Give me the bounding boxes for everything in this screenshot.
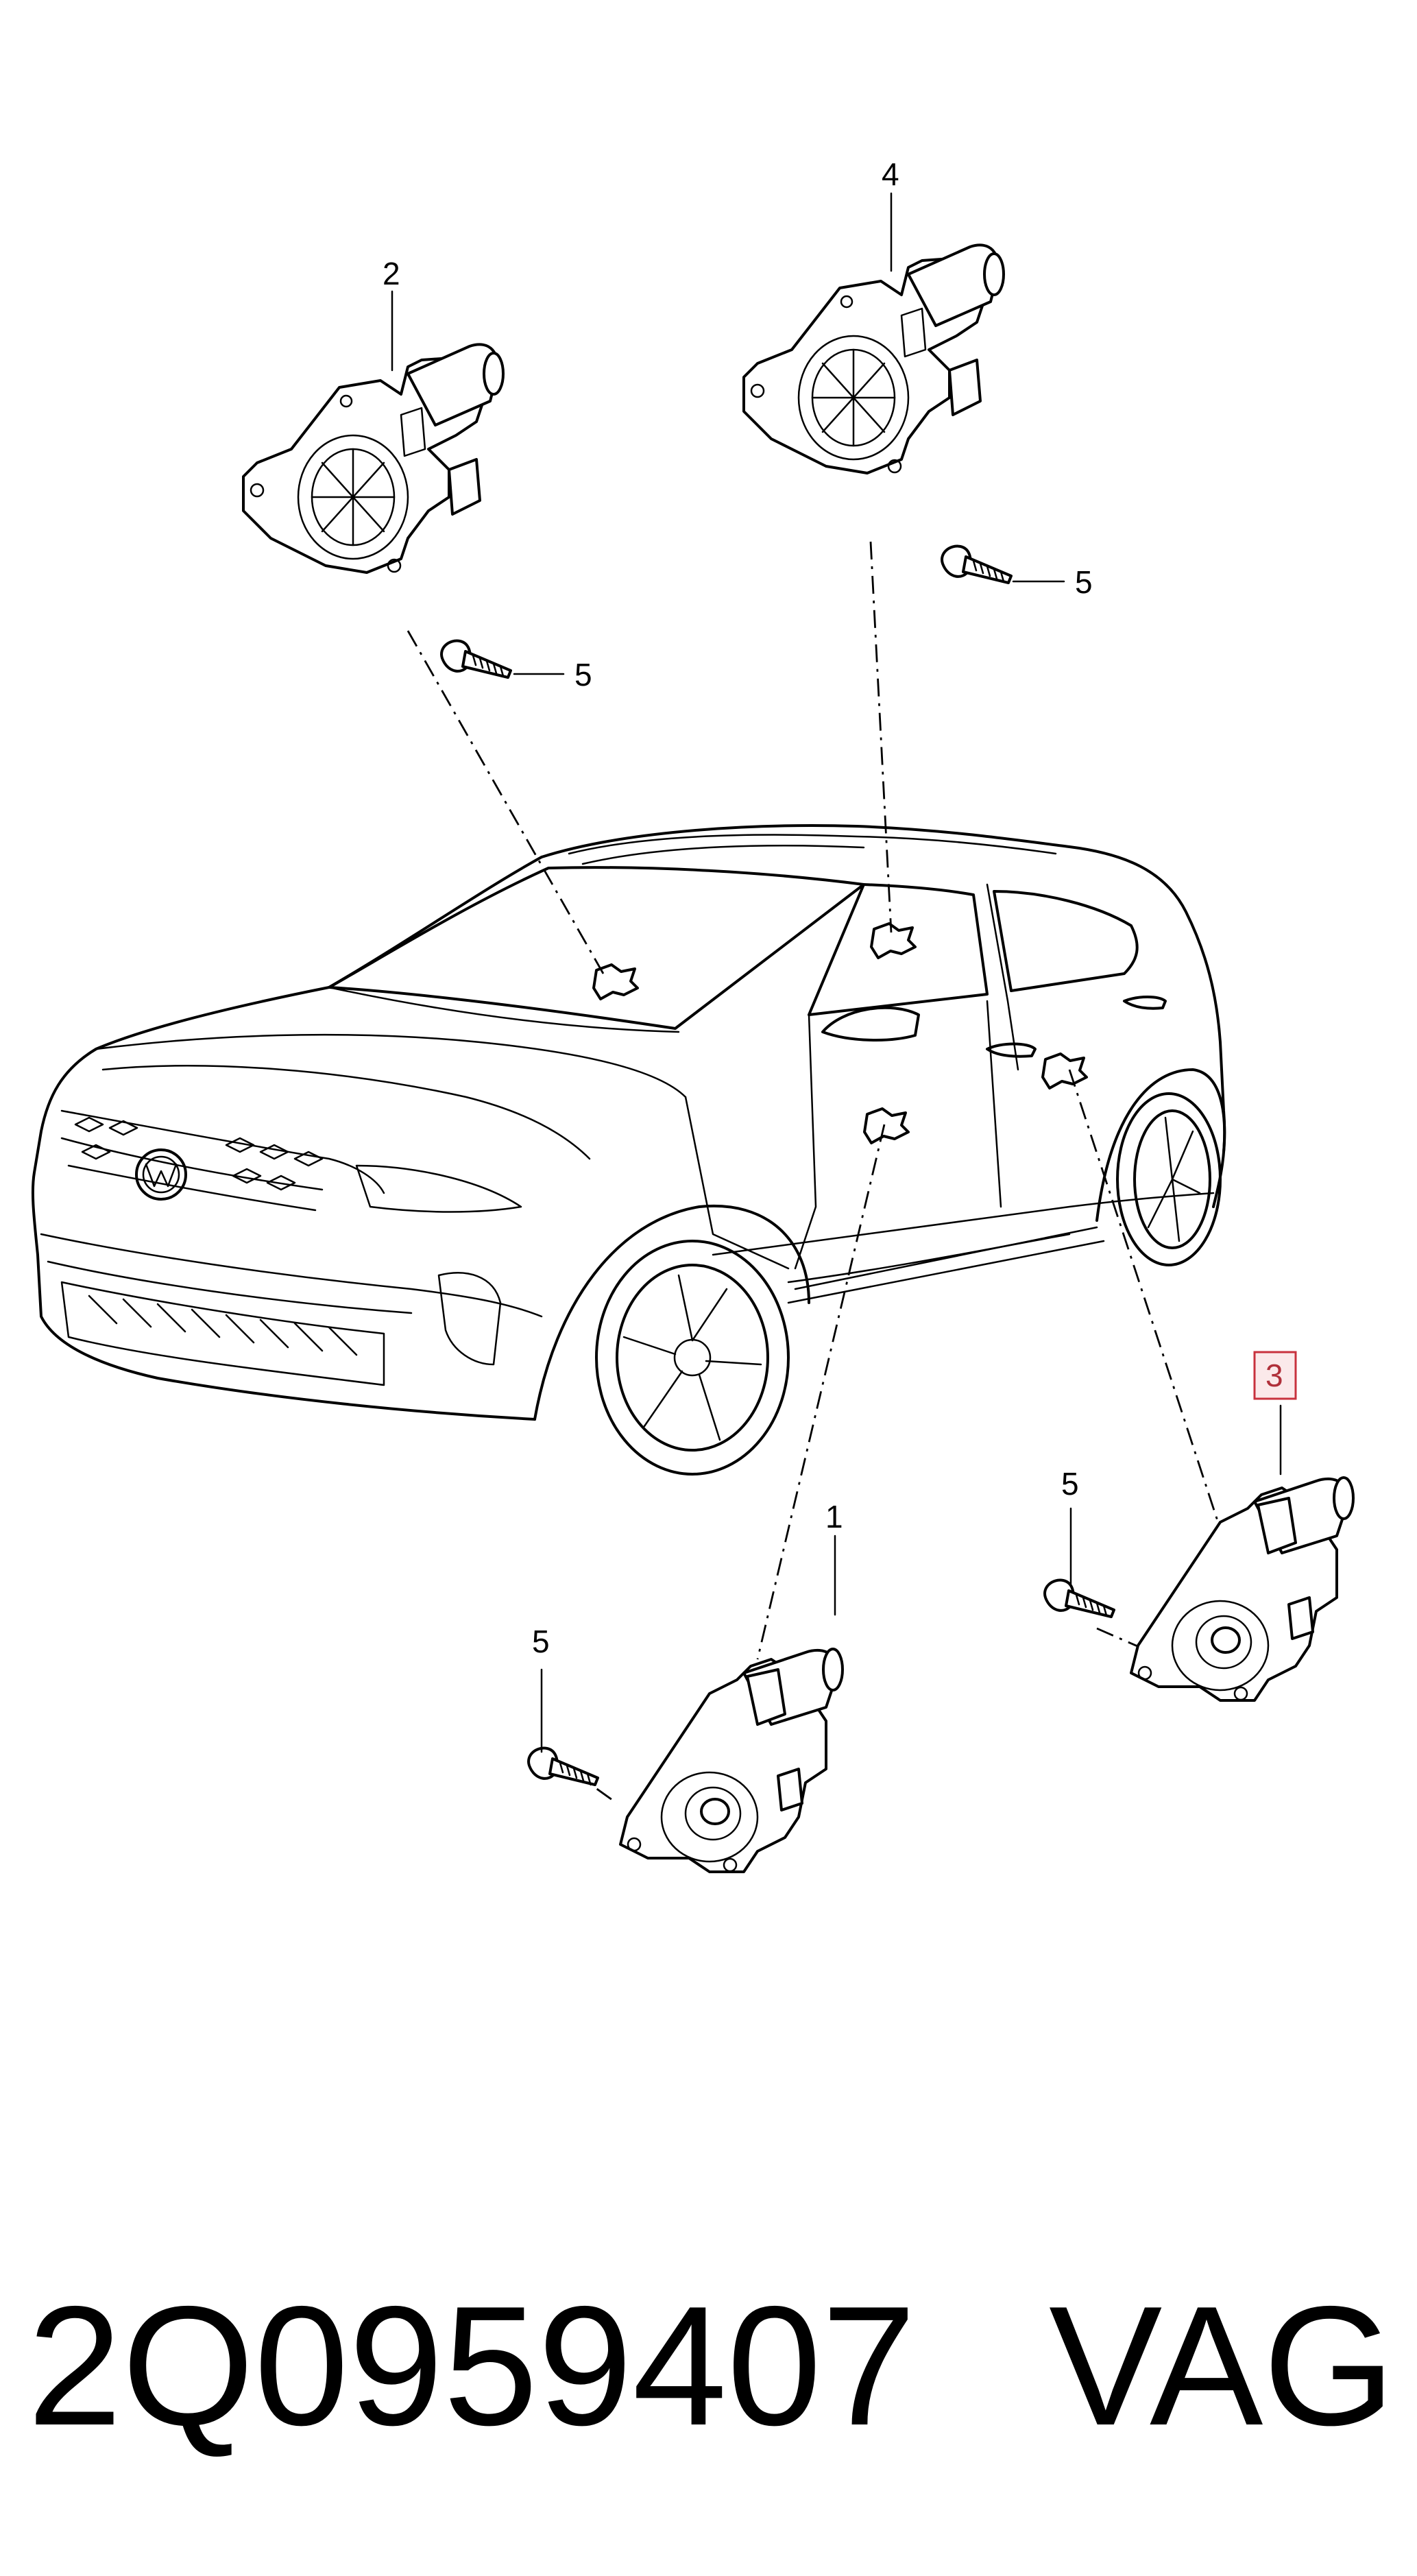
window-motor-1 xyxy=(619,1648,844,1873)
callout-3: 3 xyxy=(1265,1358,1283,1393)
callout-5-b: 5 xyxy=(1075,564,1093,600)
window-motor-4 xyxy=(742,243,1005,474)
brand-name: VAG xyxy=(1049,2270,1396,2461)
car-illustration xyxy=(31,824,1226,1476)
window-motor-3 xyxy=(1130,1476,1355,1702)
screw-a xyxy=(440,639,512,679)
callout-5-c: 5 xyxy=(532,1624,550,1659)
rear-wheel xyxy=(1116,1092,1222,1266)
window-motor-2 xyxy=(242,343,505,574)
callout-5-d: 5 xyxy=(1061,1466,1079,1502)
callout-5-a: 5 xyxy=(574,657,592,693)
motor-location-marker-rear-left xyxy=(863,1107,910,1144)
screw-d xyxy=(1043,1578,1115,1618)
callout-4: 4 xyxy=(882,156,899,192)
callout-2: 2 xyxy=(383,256,400,291)
highlight-box xyxy=(1253,1351,1297,1400)
part-number: 2Q0959407 xyxy=(27,2270,917,2461)
motor-location-marker-rear-right xyxy=(1041,1052,1088,1090)
screw-c xyxy=(527,1746,599,1786)
grille-hexes xyxy=(74,1116,324,1191)
vw-logo-icon xyxy=(135,1148,187,1201)
front-wheel xyxy=(595,1240,790,1476)
callout-1: 1 xyxy=(825,1499,843,1534)
motor-location-marker-front-left xyxy=(592,963,639,1000)
callout-leaders xyxy=(391,192,1282,1753)
screw-b xyxy=(941,544,1013,584)
motor-location-marker-front-right xyxy=(870,922,917,959)
